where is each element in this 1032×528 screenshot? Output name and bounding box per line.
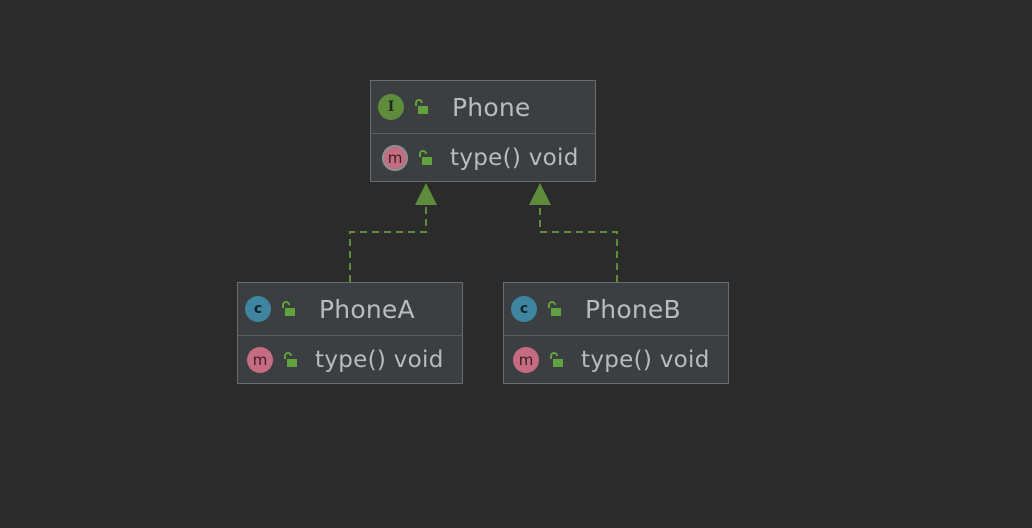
public-visibility-icon (550, 351, 563, 367)
method-icon: m (247, 346, 273, 373)
class-icon: c (245, 296, 271, 322)
method-signature: type() void (581, 347, 710, 373)
class-name: Phone (452, 92, 531, 122)
member-row[interactable]: m type() void (371, 134, 595, 181)
method-signature: type() void (315, 347, 444, 373)
class-header: I Phone (371, 81, 595, 134)
class-name: PhoneA (319, 294, 415, 324)
return-type: void (659, 346, 710, 373)
public-visibility-icon (419, 149, 432, 165)
class-header: c PhoneB (504, 283, 728, 336)
public-visibility-icon (548, 301, 561, 316)
class-node-phone[interactable]: I Phone m type() void (370, 80, 596, 182)
interface-icon: I (378, 94, 404, 120)
arrowhead-icon (415, 183, 437, 205)
class-header: c PhoneA (238, 283, 462, 336)
public-visibility-icon (284, 351, 297, 367)
member-row[interactable]: m type() void (504, 336, 728, 383)
public-visibility-icon (282, 301, 295, 316)
class-icon: c (511, 296, 537, 322)
method-name: type() (315, 346, 387, 373)
class-node-phonea[interactable]: c PhoneA m type() void (237, 282, 463, 384)
member-row[interactable]: m type() void (238, 336, 462, 383)
return-type: void (393, 346, 444, 373)
edge-line (539, 205, 618, 282)
class-name: PhoneB (585, 294, 681, 324)
method-signature: type() void (450, 145, 579, 171)
class-node-phoneb[interactable]: c PhoneB m type() void (503, 282, 729, 384)
arrowhead-icon (529, 183, 551, 205)
method-name: type() (581, 346, 653, 373)
method-icon: m (513, 346, 539, 373)
abstract-method-icon: m (382, 144, 408, 171)
implements-edge-phonea[interactable] (349, 183, 437, 282)
implements-edge-phoneb[interactable] (529, 183, 618, 282)
method-name: type() (450, 144, 522, 171)
public-visibility-icon (415, 99, 428, 114)
edge-line (349, 205, 427, 282)
return-type: void (528, 144, 579, 171)
